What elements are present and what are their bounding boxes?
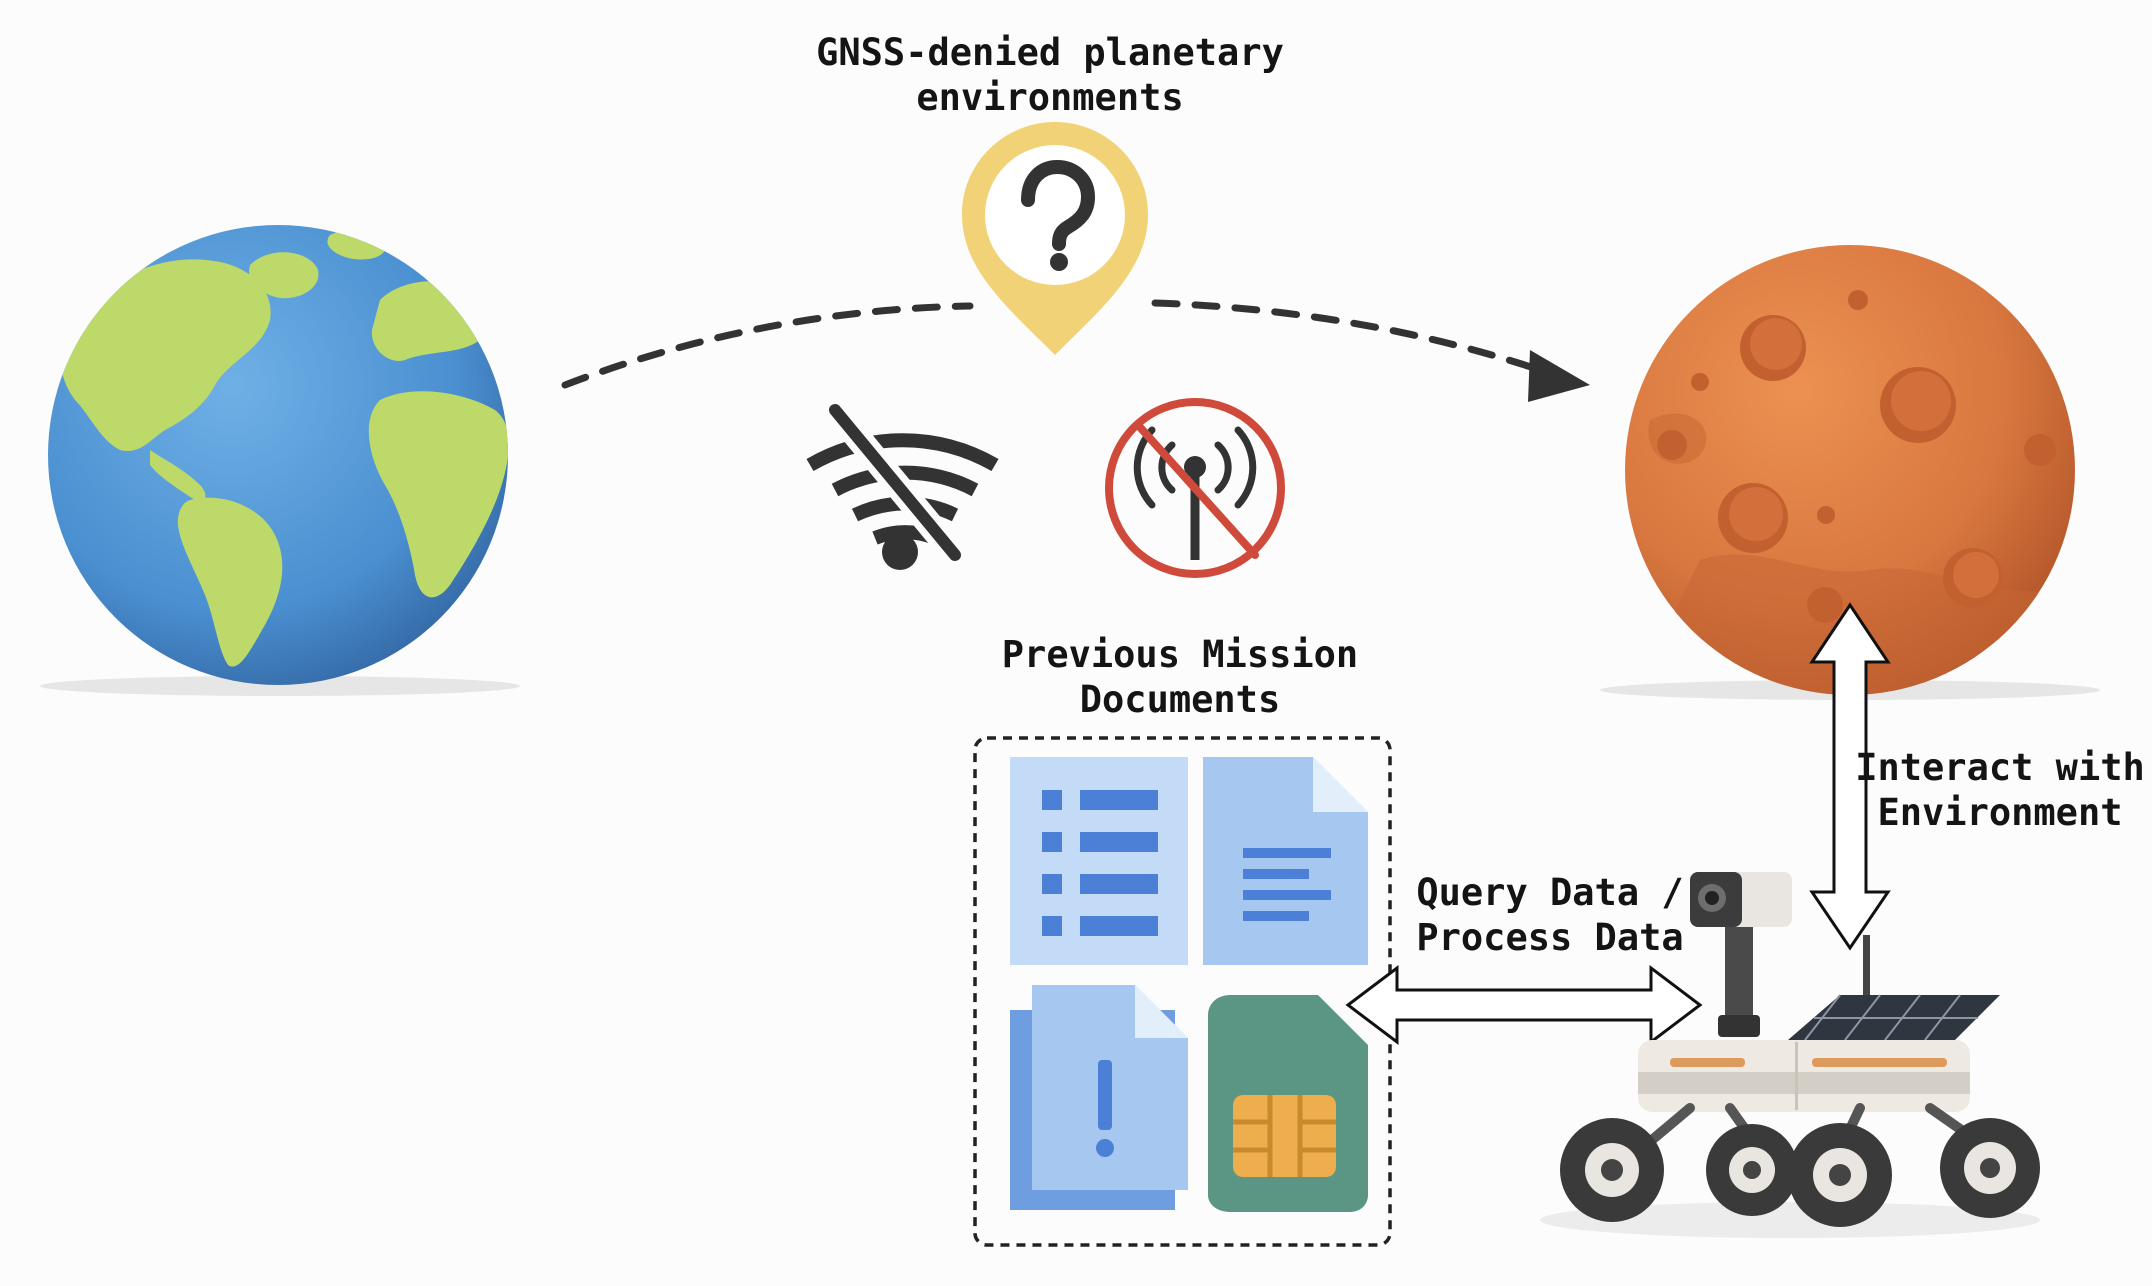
rover-wheels [1560, 1118, 2040, 1227]
sim-card-icon [1208, 995, 1368, 1212]
flight-path-arrowhead [1528, 350, 1590, 402]
list-document-icon [1010, 757, 1188, 965]
documents-label-line-2: Documents [1079, 678, 1281, 721]
query-process-data-label: Query Data / Process Data [1360, 870, 1740, 960]
interact-double-arrow [1809, 602, 1891, 951]
previous-mission-documents-label: Previous Mission Documents [930, 632, 1430, 722]
gnss-denied-label-line-1: GNSS-denied planetary [816, 31, 1284, 74]
query-label-line-1: Query Data / [1416, 871, 1684, 914]
documents-box [973, 736, 1392, 1247]
earth-globe-icon [40, 225, 520, 696]
interact-label-line-2: Environment [1877, 791, 2123, 834]
query-double-arrow [1345, 964, 1703, 1046]
question-location-pin-icon [962, 122, 1148, 355]
interact-with-environment-label: Interact with Environment [1835, 745, 2152, 835]
gnss-denied-label-line-2: environments [916, 76, 1184, 119]
flight-path-arrow [561, 299, 1590, 402]
text-document-icon [1203, 757, 1368, 965]
alert-document-icon [1010, 985, 1188, 1210]
no-signal-antenna-icon [1105, 398, 1285, 578]
query-label-line-2: Process Data [1416, 916, 1684, 959]
rover-icon [1540, 872, 2040, 1238]
wifi-off-icon [806, 401, 999, 570]
mars-craters [1657, 290, 2056, 623]
interact-label-line-1: Interact with [1855, 746, 2145, 789]
documents-label-line-1: Previous Mission [1001, 633, 1359, 676]
gnss-denied-label: GNSS-denied planetary environments [780, 30, 1320, 120]
